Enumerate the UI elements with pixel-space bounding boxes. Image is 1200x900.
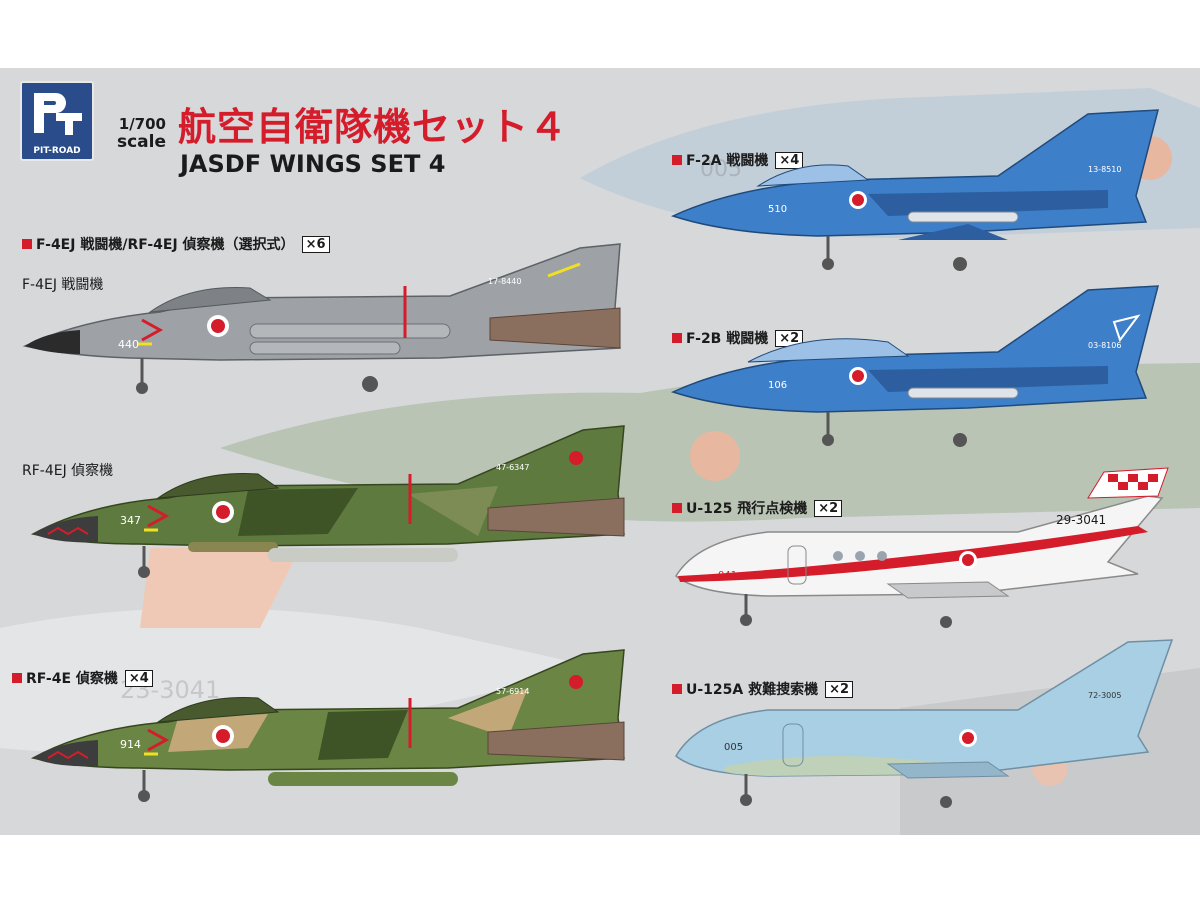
scale-unit: scale: [116, 132, 166, 152]
pit-road-logo: PIT-ROAD: [20, 81, 94, 161]
f2a-fighter-illustration: 510 13-8510: [670, 109, 1159, 271]
scale-number: 1/700: [118, 115, 166, 133]
label-u125: U-125 飛行点検機 ×2: [672, 498, 843, 518]
red-square-marker: [672, 155, 682, 165]
rf4ej-recon-illustration: 347 47-6347: [30, 425, 625, 578]
label-u125a: U-125A 救難捜索機 ×2: [672, 679, 854, 699]
label-f2a: F-2A 戦闘機 ×4: [672, 150, 804, 170]
title-japanese: 航空自衛隊機セット４: [178, 105, 569, 149]
label-f4ej: F-4EJ 戦闘機: [22, 274, 103, 294]
title-english: JASDF WINGS SET 4: [180, 150, 446, 178]
u125a-tail-number: 72-3005: [1088, 691, 1121, 700]
red-square-marker: [672, 684, 682, 694]
label-rf4ej: RF-4EJ 偵察機: [22, 460, 113, 480]
qty-rf4e: ×4: [124, 669, 153, 687]
rf4ej-nose-number: 347: [120, 514, 141, 527]
red-square-marker: [12, 673, 22, 683]
red-square-marker: [672, 503, 682, 513]
label-rf4e-text: RF-4E 偵察機: [26, 671, 118, 687]
f4ej-tail-number: 17-8440: [488, 277, 521, 286]
rf4ej-tail-number: 47-6347: [496, 463, 529, 472]
f2b-fighter-illustration: 106 03-8106: [670, 285, 1159, 447]
label-f2a-text: F-2A 戦闘機: [686, 153, 769, 169]
label-f4ej-group: F-4EJ 戦闘機/RF-4EJ 偵察機（選択式） ×6: [22, 234, 330, 254]
rf4e-tail-number: 57-6914: [496, 687, 529, 696]
logo-text: PIT-ROAD: [33, 146, 81, 156]
label-f2b-text: F-2B 戦闘機: [686, 331, 769, 347]
rf4e-recon-illustration: 914 57-6914: [30, 649, 625, 802]
label-rf4e: RF-4E 偵察機 ×4: [12, 668, 153, 688]
label-f4ej-text: F-4EJ 戦闘機: [22, 277, 104, 293]
u125-flight-check-illustration: 041 29-3041: [675, 467, 1169, 628]
u125a-nose-number: 005: [724, 742, 743, 753]
u125-nose-number: 041: [718, 570, 737, 581]
f4ej-fighter-illustration: 440 17-8440: [22, 243, 621, 394]
label-u125a-text: U-125A 救難捜索機: [686, 682, 819, 698]
u125-tail-number: 29-3041: [1056, 513, 1106, 527]
u125a-rescue-illustration: 005 72-3005: [675, 639, 1174, 808]
box-art-canvas: 005 23-3041 PIT-ROAD 1/700 scale 航空自衛隊機セ…: [0, 68, 1200, 835]
f2a-nose-number: 510: [768, 204, 787, 215]
qty-u125: ×2: [814, 499, 843, 517]
f4ej-nose-number: 440: [118, 338, 139, 351]
red-square-marker: [22, 239, 32, 249]
qty-u125a: ×2: [825, 680, 854, 698]
f2b-tail-number: 03-8106: [1088, 341, 1121, 350]
pit-road-logo-mark: [34, 93, 82, 135]
qty-f2a: ×4: [775, 151, 804, 169]
qty-f4ej-group: ×6: [301, 235, 330, 253]
rf4e-nose-number: 914: [120, 738, 141, 751]
label-rf4ej-text: RF-4EJ 偵察機: [22, 463, 114, 479]
label-u125-text: U-125 飛行点検機: [686, 501, 808, 517]
label-f4ej-group-text: F-4EJ 戦闘機/RF-4EJ 偵察機（選択式）: [36, 237, 295, 253]
red-square-marker: [672, 333, 682, 343]
scale-label: 1/700 scale: [100, 115, 166, 151]
bg-u125a-code-text: 005: [700, 157, 742, 182]
f2a-tail-number: 13-8510: [1088, 165, 1121, 174]
f2b-nose-number: 106: [768, 380, 787, 391]
